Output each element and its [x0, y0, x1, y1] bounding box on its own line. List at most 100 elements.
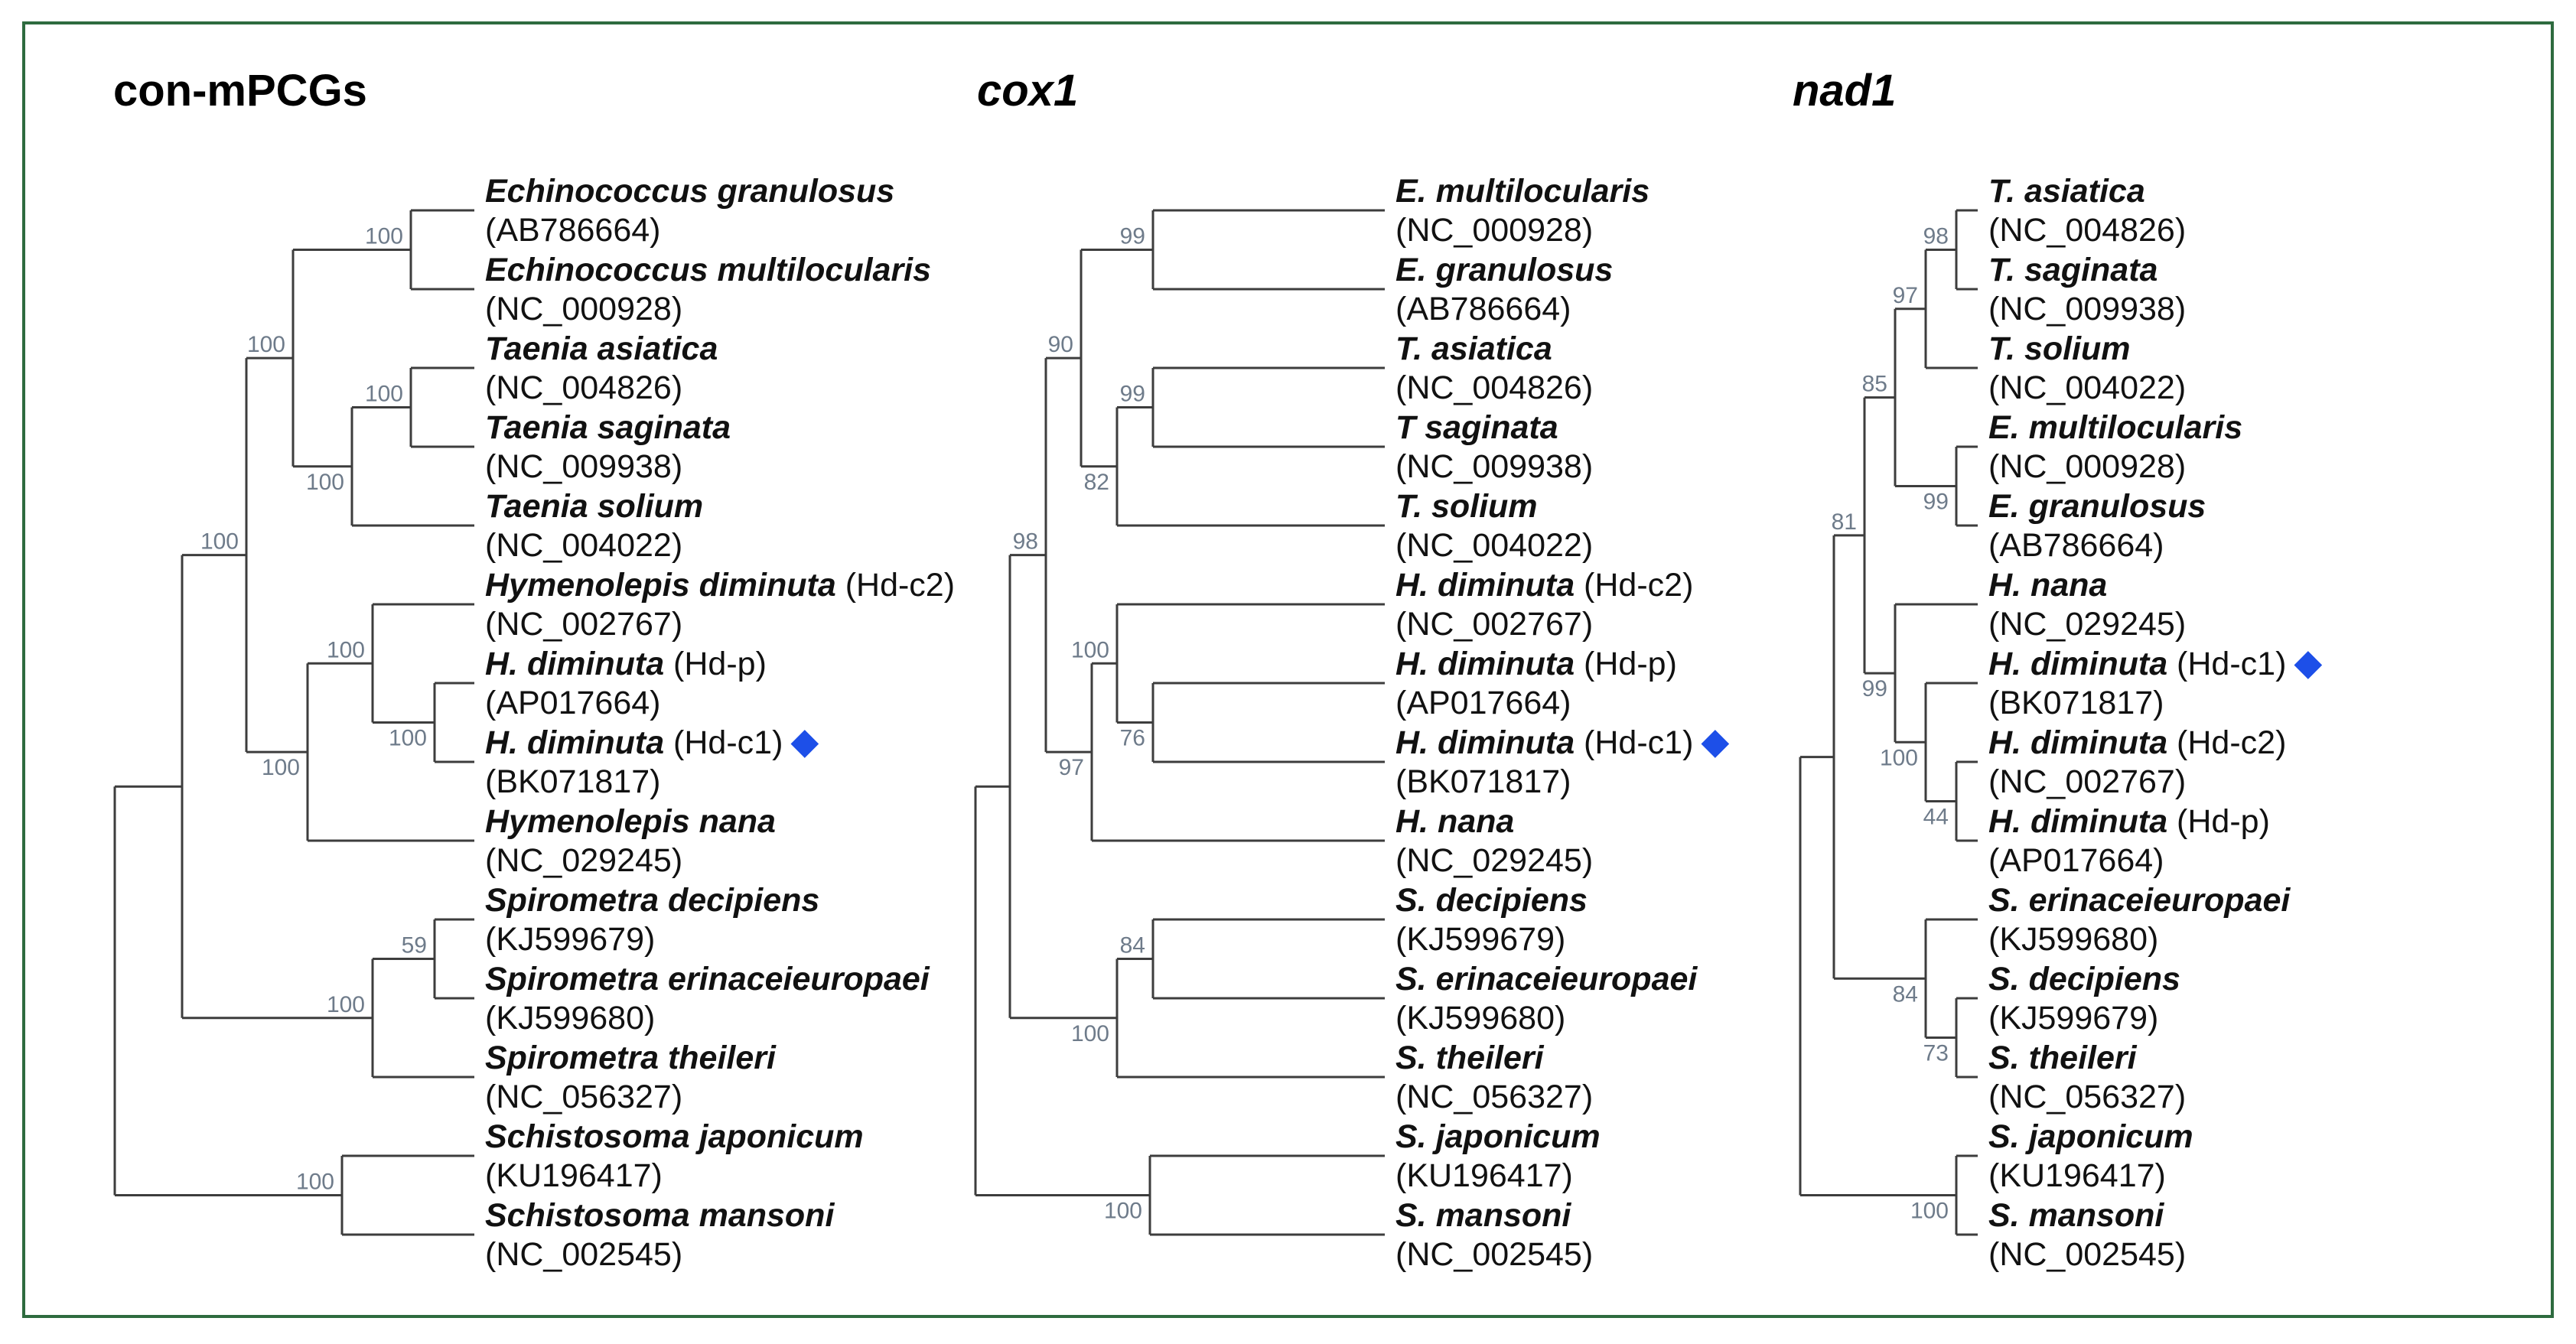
taxon-name-text: Spirometra erinaceieuropaei — [485, 961, 930, 997]
taxon-name: H. diminuta (Hd-c1)◆ — [1395, 720, 1729, 763]
taxon-name: S. theileri — [1395, 1040, 1545, 1076]
taxon-name-text: H. diminuta — [485, 646, 664, 682]
branch-path — [371, 958, 474, 1079]
taxon-name-suffix: (Hd-p) — [2167, 803, 2270, 840]
taxon-name-text: H. diminuta — [1395, 567, 1575, 604]
taxon-name-text: S. theileri — [1988, 1040, 2138, 1076]
bootstrap-value: 100 — [296, 1170, 334, 1195]
taxon-name: H. diminuta (Hd-c1)◆ — [1988, 641, 2322, 684]
taxon-name: Taenia asiatica — [485, 330, 718, 367]
taxon-accession: (KJ599680) — [1988, 921, 2158, 958]
bootstrap-value: 81 — [1832, 509, 1857, 535]
taxon-name-text: E. multilocularis — [1988, 409, 2242, 446]
taxon-name-suffix: (Hd-c1) — [2167, 646, 2286, 682]
taxon-accession: (NC_029245) — [1395, 842, 1593, 879]
taxon-name-text: Hymenolepis diminuta — [485, 567, 836, 604]
taxon-accession: (KJ599680) — [1395, 1000, 1565, 1036]
branch-path — [974, 785, 1150, 1196]
taxon-accession: (NC_000928) — [485, 291, 682, 327]
branch-path — [306, 662, 474, 842]
bootstrap-value: 100 — [327, 637, 365, 662]
taxon-accession: (NC_004022) — [1988, 369, 2186, 406]
bootstrap-value: 100 — [247, 332, 285, 357]
taxon-name: Spirometra erinaceieuropaei — [485, 961, 930, 997]
tree-title-nad1: nad1 — [1793, 66, 1896, 116]
taxon-name: T. saginata — [1988, 252, 2158, 288]
taxon-name-text: Schistosoma japonicum — [485, 1118, 864, 1155]
taxon-name: Echinococcus granulosus — [485, 173, 894, 210]
taxon-accession: (AP017664) — [1988, 842, 2164, 879]
branch-path — [1955, 997, 1978, 1079]
taxon-accession: (KU196417) — [1988, 1157, 2166, 1194]
taxon-name: H. diminuta (Hd-p) — [485, 646, 767, 682]
bootstrap-value: 59 — [402, 933, 427, 958]
taxon-name-text: T. asiatica — [1395, 330, 1552, 367]
bootstrap-value: 100 — [306, 470, 344, 495]
taxon-name: S. decipiens — [1395, 882, 1588, 919]
taxon-accession: (BK071817) — [485, 763, 661, 800]
taxon-name: T. asiatica — [1395, 330, 1552, 367]
taxon-name: Hymenolepis nana — [485, 803, 776, 840]
taxon-name-suffix: (Hd-c2) — [1575, 567, 1693, 604]
branch-path — [1955, 1154, 1978, 1236]
taxon-name-text: H. diminuta — [1988, 646, 2167, 682]
bootstrap-value: 98 — [1923, 224, 1949, 249]
taxon-accession: (NC_029245) — [485, 842, 682, 879]
taxon-accession: (NC_002767) — [1988, 763, 2186, 800]
taxon-name-text: H. diminuta — [1988, 724, 2167, 761]
taxon-accession: (NC_002545) — [485, 1236, 682, 1273]
taxon-name: S. erinaceieuropaei — [1988, 882, 2291, 919]
taxon-accession: (NC_004826) — [485, 369, 682, 406]
branch-path — [1151, 366, 1385, 448]
branch-path — [113, 785, 342, 1196]
taxon-name-text: T saginata — [1395, 409, 1558, 446]
branch-path — [433, 682, 474, 763]
diamond-marker-icon: ◆ — [790, 720, 819, 763]
taxon-accession: (NC_029245) — [1988, 606, 2186, 643]
taxon-name: Schistosoma japonicum — [485, 1118, 864, 1155]
taxon-name: Schistosoma mansoni — [485, 1197, 835, 1234]
taxon-accession: (NC_002545) — [1395, 1236, 1593, 1273]
taxon-name: E. multilocularis — [1988, 409, 2242, 446]
taxon-name-suffix: (Hd-c2) — [2167, 724, 2286, 761]
bootstrap-value: 100 — [262, 755, 300, 780]
taxon-name-text: H. diminuta — [1395, 646, 1575, 682]
taxon-accession: (NC_004022) — [1395, 527, 1593, 564]
bootstrap-value: 100 — [1880, 745, 1918, 770]
taxon-name-text: S. japonicum — [1395, 1118, 1601, 1155]
taxon-name-text: H. nana — [1988, 567, 2107, 604]
branch-path — [350, 406, 474, 527]
bootstrap-value: 100 — [1071, 637, 1109, 662]
bootstrap-value: 100 — [1071, 1021, 1109, 1046]
taxon-accession: (NC_004826) — [1988, 212, 2186, 249]
bootstrap-value: 100 — [365, 382, 403, 407]
taxon-name: H. diminuta (Hd-c2) — [1395, 567, 1693, 604]
taxon-accession: (NC_002767) — [485, 606, 682, 643]
bootstrap-value: 73 — [1923, 1041, 1949, 1066]
bootstrap-value: 44 — [1923, 805, 1949, 830]
taxon-name-text: E. granulosus — [1988, 488, 2206, 525]
taxon-name: S. mansoni — [1988, 1197, 2164, 1234]
taxon-accession: (NC_000928) — [1395, 212, 1593, 249]
taxon-name-text: E. multilocularis — [1395, 173, 1649, 210]
taxon-name-text: S. mansoni — [1988, 1197, 2164, 1234]
bootstrap-value: 100 — [1910, 1199, 1949, 1224]
taxon-accession: (AP017664) — [1395, 685, 1571, 721]
branch-path — [409, 209, 474, 291]
taxon-name-text: Taenia asiatica — [485, 330, 718, 367]
bootstrap-value: 97 — [1059, 755, 1084, 780]
taxon-accession: (NC_056327) — [1395, 1079, 1593, 1115]
taxon-name: H. nana — [1988, 567, 2107, 604]
taxon-name-text: Schistosoma mansoni — [485, 1197, 835, 1234]
bootstrap-value: 97 — [1893, 283, 1918, 308]
branch-path — [1863, 396, 1895, 675]
taxon-accession: (KJ599679) — [1988, 1000, 2158, 1036]
branch-path — [1115, 406, 1385, 527]
taxon-accession: (NC_004826) — [1395, 369, 1593, 406]
branch-path — [1044, 356, 1092, 753]
bootstrap-value: 99 — [1120, 224, 1145, 249]
taxon-name: Taenia saginata — [485, 409, 731, 446]
taxon-accession: (KU196417) — [1395, 1157, 1573, 1194]
branch-path — [1924, 682, 1978, 802]
